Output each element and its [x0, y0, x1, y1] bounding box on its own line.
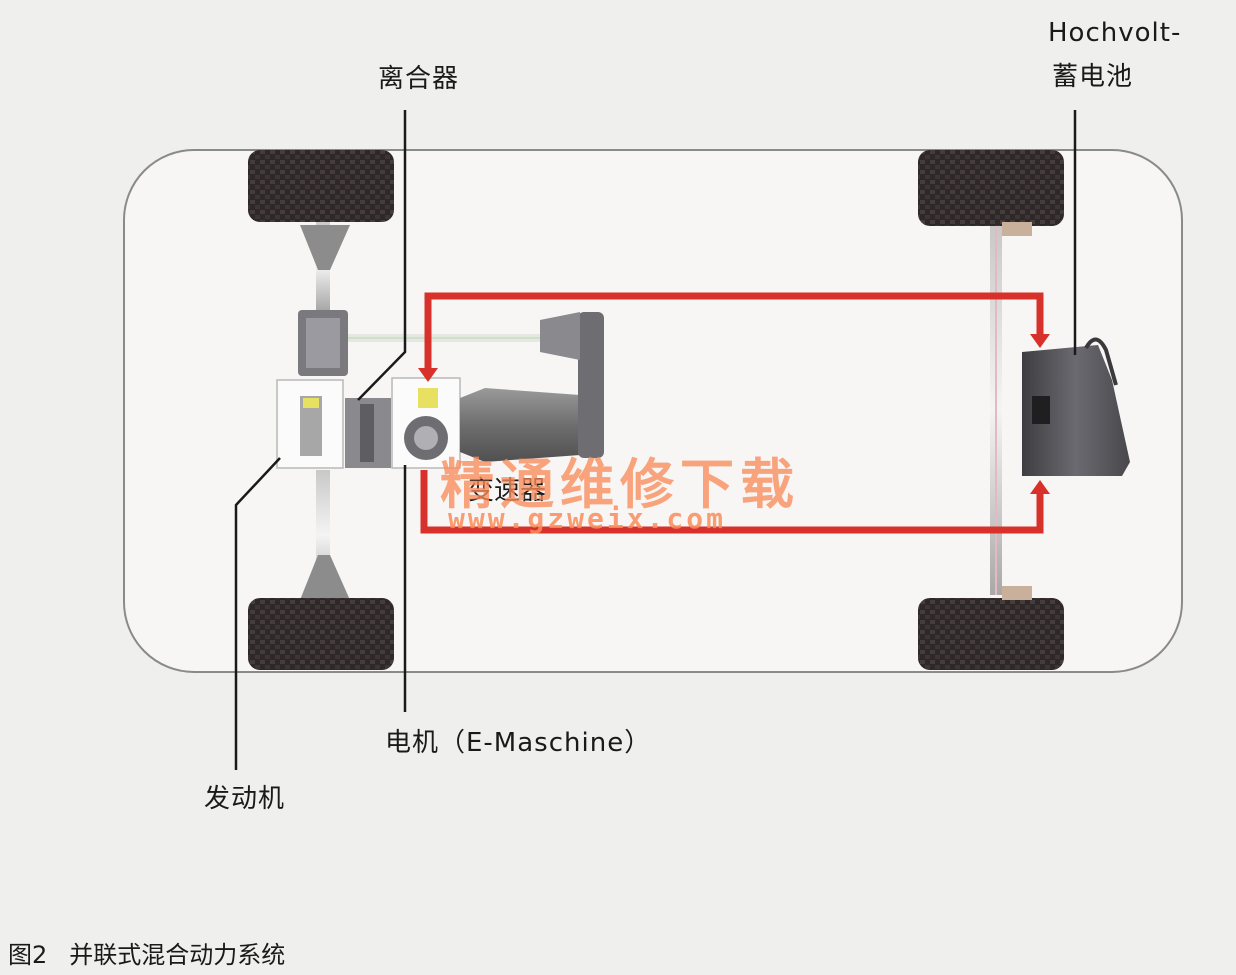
wheel-hub-rear-lower	[1002, 586, 1032, 600]
figure-title: 并联式混合动力系统	[69, 941, 286, 969]
vehicle-body-outline	[123, 149, 1183, 673]
transmission-tail	[578, 312, 604, 458]
label-battery-line1: Hochvolt-	[1048, 18, 1182, 48]
figure-number: 图2	[8, 941, 48, 969]
power-flow-path	[420, 292, 1044, 534]
power-flow-arrow-to-battery-top	[1030, 334, 1050, 348]
tire-rear-left	[918, 150, 1064, 226]
hv-battery-connector	[1032, 396, 1050, 424]
clutch-disc	[360, 404, 374, 462]
label-engine: 发动机	[204, 784, 286, 814]
transmission	[460, 388, 580, 462]
hv-battery-cable	[1084, 337, 1118, 386]
label-motor: 电机（E-Maschine）	[385, 728, 652, 758]
tire-rear-right	[918, 598, 1064, 670]
watermark-url: www.gzweix.com	[448, 502, 727, 535]
label-battery-line2: 蓄电池	[1052, 62, 1134, 92]
hv-battery	[1022, 345, 1130, 476]
front-cv-joint-lower	[300, 555, 350, 600]
leader-clutch	[357, 110, 407, 401]
engine-internal	[300, 396, 322, 456]
e-machine-rotor-inner	[414, 426, 438, 450]
leader-engine	[234, 457, 281, 770]
tire-front-right	[248, 598, 394, 670]
e-machine-yellow-part	[418, 388, 438, 408]
figure-caption: 图2 并联式混合动力系统	[8, 935, 285, 970]
watermark-name: 精通维修下载	[440, 453, 800, 516]
engine-yellow-part	[303, 398, 319, 408]
power-flow-arrow-to-battery-bottom	[1030, 480, 1050, 494]
transmission-bellhousing	[540, 312, 580, 360]
wheel-hub-rear-upper	[1002, 222, 1032, 236]
tire-front-left	[248, 150, 394, 222]
label-clutch: 离合器	[378, 64, 460, 94]
power-flow-arrow-to-emachine	[418, 368, 438, 382]
label-transmission: 变速器	[468, 476, 547, 506]
front-differential-cap	[306, 318, 340, 368]
front-cv-joint-upper	[300, 225, 350, 270]
